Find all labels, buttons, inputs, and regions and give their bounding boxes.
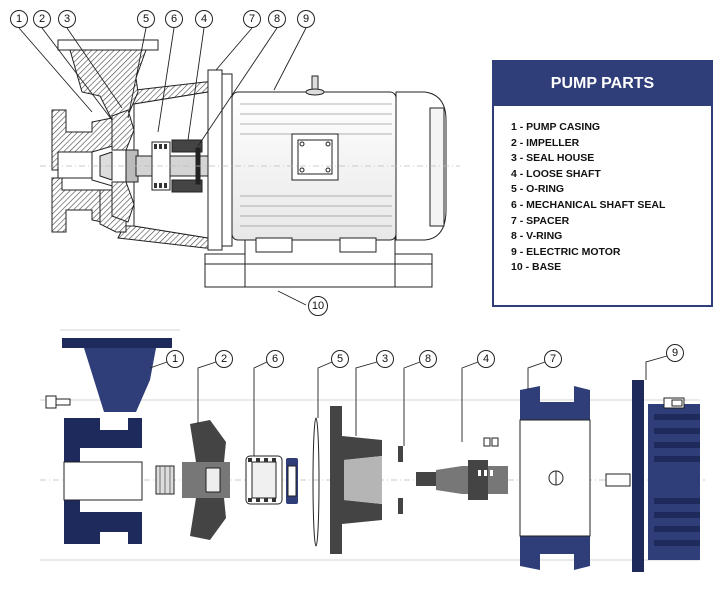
top-callout-8: 8 <box>268 10 286 28</box>
bottom-callout-7-label: 7 <box>550 353 556 365</box>
legend-title: PUMP PARTS <box>494 62 711 106</box>
legend-item: 4 - LOOSE SHAFT <box>511 167 601 180</box>
bottom-callout-9-label: 9 <box>672 347 678 359</box>
legend-item: 6 - MECHANICAL SHAFT SEAL <box>511 198 666 211</box>
bottom-callout-5: 5 <box>331 350 349 368</box>
top-callout-7: 7 <box>243 10 261 28</box>
legend-item: 3 - SEAL HOUSE <box>511 152 595 165</box>
bottom-callout-7: 7 <box>544 350 562 368</box>
legend-item: 8 - V-RING <box>511 230 563 243</box>
bottom-leader-lines <box>149 355 668 456</box>
bottom-callout-4-label: 4 <box>483 353 489 365</box>
legend-item: 9 - ELECTRIC MOTOR <box>511 245 621 258</box>
bottom-callout-9: 9 <box>666 344 684 362</box>
top-callout-4-label: 4 <box>201 13 207 25</box>
bottom-callout-1: 1 <box>166 350 184 368</box>
exploded-electric-motor <box>605 380 700 572</box>
exploded-impeller <box>155 420 230 540</box>
top-callout-5-label: 5 <box>143 13 149 25</box>
top-callout-10-label: 10 <box>312 300 324 312</box>
top-callout-9-label: 9 <box>303 13 309 25</box>
bottom-callout-6-label: 6 <box>272 353 278 365</box>
top-callout-3-label: 3 <box>64 13 70 25</box>
top-callouts: 1 2 3 5 6 4 7 8 9 10 <box>10 10 328 316</box>
exploded-v-ring <box>398 446 403 514</box>
exploded-view: 1 2 6 5 3 8 4 7 9 <box>40 329 705 572</box>
top-callout-2-label: 2 <box>39 13 45 25</box>
bottom-callout-3: 3 <box>376 350 394 368</box>
exploded-mechanical-seal <box>245 455 298 505</box>
top-callout-7-label: 7 <box>249 13 255 25</box>
legend-item: 5 - O-RING <box>511 183 565 196</box>
exploded-spacer <box>519 386 591 570</box>
top-callout-1-label: 1 <box>16 13 22 25</box>
spacer-drawing <box>207 69 233 251</box>
electric-motor-drawing <box>231 75 447 253</box>
legend-item: 7 - SPACER <box>511 214 570 227</box>
assembly-section-view: 1 2 3 5 6 4 7 8 9 10 <box>10 10 460 316</box>
bottom-callout-8: 8 <box>419 350 437 368</box>
legend-item: 2 - IMPELLER <box>511 136 580 149</box>
bottom-callout-5-label: 5 <box>337 353 343 365</box>
legend-item: 10 - BASE <box>511 261 562 274</box>
base-drawing <box>204 235 433 288</box>
exploded-pump-casing <box>62 338 172 544</box>
top-callout-1: 1 <box>10 10 28 28</box>
pump-parts-legend: PUMP PARTS 1 - PUMP CASING 2 - IMPELLER … <box>492 60 713 307</box>
top-callout-3: 3 <box>58 10 76 28</box>
top-callout-8-label: 8 <box>274 13 280 25</box>
legend-list: 1 - PUMP CASING 2 - IMPELLER 3 - SEAL HO… <box>511 120 711 276</box>
bottom-callout-4: 4 <box>477 350 495 368</box>
top-callout-5: 5 <box>137 10 155 28</box>
bottom-callout-3-label: 3 <box>382 353 388 365</box>
top-callout-6-label: 6 <box>171 13 177 25</box>
pump-casing-drawing <box>51 39 159 233</box>
exploded-loose-shaft <box>416 437 508 500</box>
legend-item: 1 - PUMP CASING <box>511 121 601 133</box>
bolt-left-drawing <box>45 395 71 409</box>
exploded-seal-house <box>330 406 382 554</box>
bottom-callout-2: 2 <box>215 350 233 368</box>
top-leader-lines <box>18 27 307 306</box>
bottom-callout-1-label: 1 <box>172 353 178 365</box>
bottom-callout-2-label: 2 <box>221 353 227 365</box>
top-callout-4: 4 <box>195 10 213 28</box>
top-callout-9: 9 <box>297 10 315 28</box>
top-callout-10: 10 <box>308 296 328 316</box>
bottom-callout-8-label: 8 <box>425 353 431 365</box>
bottom-callouts: 1 2 6 5 3 8 4 7 9 <box>166 344 684 368</box>
bottom-callout-6: 6 <box>266 350 284 368</box>
exploded-o-ring <box>312 417 320 547</box>
top-callout-2: 2 <box>33 10 51 28</box>
top-callout-6: 6 <box>165 10 183 28</box>
